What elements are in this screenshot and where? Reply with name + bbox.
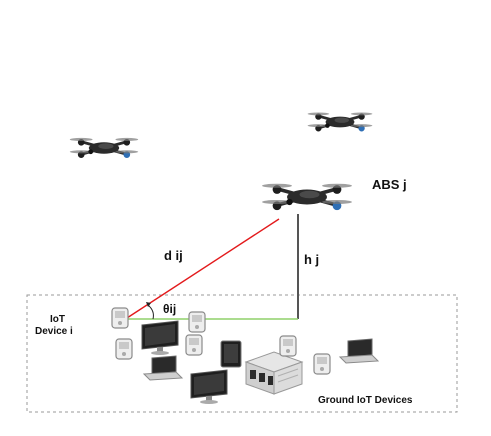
server-rack-icon <box>245 351 303 395</box>
angle-arc <box>147 304 154 320</box>
abs-label: ABS j <box>372 177 407 192</box>
handheld-device-icon <box>115 338 133 360</box>
angle-arrow-icon <box>146 302 151 307</box>
iot-device-label-line1: IoT <box>50 314 65 325</box>
distance-label: d ij <box>164 248 183 263</box>
handheld-device-icon <box>188 311 206 333</box>
handheld-device-icon <box>279 335 297 357</box>
laptop-icon <box>339 338 379 364</box>
ground-region-border <box>26 294 458 413</box>
distance-line <box>126 218 280 319</box>
uav-drone-icon <box>306 111 374 133</box>
iot-device-label-line2: Device i <box>35 326 73 337</box>
tablet-icon <box>220 340 242 368</box>
iot-device-i-icon <box>111 307 129 329</box>
laptop-icon <box>143 355 183 381</box>
ground-devices-label: Ground IoT Devices <box>318 395 413 406</box>
angle-label: θij <box>163 302 176 316</box>
monitor-icon <box>190 369 228 405</box>
handheld-device-icon <box>185 334 203 356</box>
height-label: h j <box>304 252 319 267</box>
monitor-icon <box>141 320 179 356</box>
uav-drone-icon <box>68 136 140 160</box>
abs-uav-drone-icon <box>260 181 354 212</box>
handheld-device-icon <box>313 353 331 375</box>
